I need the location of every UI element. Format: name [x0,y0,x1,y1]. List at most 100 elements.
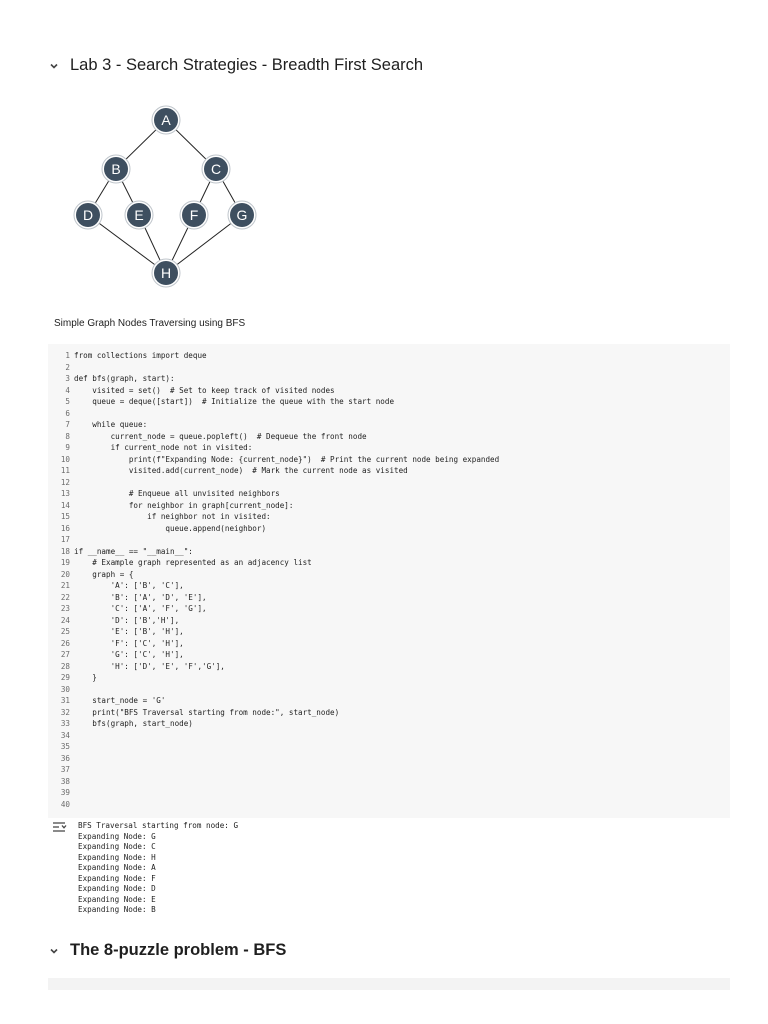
code-text: 'F': ['C', 'H'], [74,638,184,648]
code-text [74,684,730,696]
code-line: 14 for neighbor in graph[current_node]: [48,500,730,512]
graph-node-label: D [83,207,93,223]
graph-node-label: F [190,207,199,223]
line-number: 39 [60,788,70,797]
code-line: 24 'D': ['B','H'], [48,615,730,627]
output-line: BFS Traversal starting from node: G [78,821,239,830]
code-text [74,408,730,420]
line-number: 25 [60,627,70,636]
code-text: 'E': ['B', 'H'], [74,627,184,636]
code-line: 7 while queue: [48,419,730,431]
code-text [74,787,730,799]
code-line: 4 visited = set() # Set to keep track of… [48,385,730,397]
output-line: Expanding Node: B [78,905,156,914]
graph-node-label: C [211,161,221,177]
line-number: 1 [65,351,70,360]
graph-node-a: A [151,105,181,135]
code-text: current_node = queue.popleft() # Dequeue… [74,431,367,441]
code-line: 27 'G': ['C', 'H'], [48,649,730,661]
code-text [74,477,730,489]
code-text: if neighbor not in visited: [74,512,271,521]
code-line: 37 [48,764,730,776]
code-line: 25 'E': ['B', 'H'], [48,626,730,638]
graph-node-e: E [124,200,154,230]
output-line: Expanding Node: A [78,863,156,872]
code-text [74,764,730,776]
line-number: 30 [60,684,70,694]
line-number: 2 [65,362,70,372]
code-text: 'B': ['A', 'D', 'E'], [74,592,207,602]
code-line: 26 'F': ['C', 'H'], [48,638,730,650]
code-line: 33 bfs(graph, start_node) [48,718,730,730]
line-number: 3 [65,374,70,383]
line-number: 11 [60,466,70,475]
line-number: 31 [60,696,70,705]
line-number: 36 [60,753,70,763]
code-text: 'H': ['D', 'E', 'F','G'], [74,661,225,671]
code-line: 34 [48,730,730,742]
section-header-8puzzle[interactable]: The 8-puzzle problem - BFS [48,941,286,960]
code-line: 31 start_node = 'G' [48,695,730,707]
code-text: visited = set() # Set to keep track of v… [74,385,335,395]
code-line: 35 [48,741,730,753]
graph-node-d: D [73,200,103,230]
code-line: 13 # Enqueue all unvisited neighbors [48,488,730,500]
code-text: # Example graph represented as an adjace… [74,558,312,567]
section-header-lab3[interactable]: Lab 3 - Search Strategies - Breadth Firs… [48,56,423,75]
code-text: start_node = 'G' [74,696,166,705]
line-number: 20 [60,569,70,579]
line-number: 37 [60,765,70,774]
code-line: 38 [48,776,730,788]
code-cell[interactable] [48,978,730,990]
line-number: 22 [60,592,70,602]
code-line: 21 'A': ['B', 'C'], [48,580,730,592]
code-text: for neighbor in graph[current_node]: [74,500,294,510]
line-number: 15 [60,512,70,521]
output-line: Expanding Node: E [78,894,156,904]
code-text: print("BFS Traversal starting from node:… [74,707,340,717]
output-line: Expanding Node: C [78,842,156,851]
graph-caption: Simple Graph Nodes Traversing using BFS [54,318,246,329]
chevron-down-icon[interactable] [48,60,60,72]
chevron-down-icon[interactable] [48,945,60,957]
code-line: 12 [48,477,730,489]
code-text: if current_node not in visited: [74,443,253,452]
line-number: 8 [65,431,70,441]
output-line: Expanding Node: H [78,852,156,862]
code-line: 17 [48,534,730,546]
line-number: 28 [60,661,70,671]
line-number: 33 [60,719,70,728]
code-text: print(f"Expanding Node: {current_node}")… [74,454,500,464]
output-text: BFS Traversal starting from node: G Expan… [78,821,238,916]
code-text: from collections import deque [74,351,207,360]
code-line: 30 [48,684,730,696]
code-text [74,741,730,753]
code-line: 1 from collections import deque [48,350,730,362]
graph-node-b: B [101,154,131,184]
code-text: 'C': ['A', 'F', 'G'], [74,604,207,613]
graph-node-h: H [151,258,181,288]
line-number: 21 [60,581,70,590]
line-number: 14 [60,500,70,510]
line-number: 9 [65,443,70,452]
section-title: Lab 3 - Search Strategies - Breadth Firs… [70,56,424,74]
code-text: queue.append(neighbor) [74,523,267,533]
code-text: graph = { [74,569,134,579]
code-text: 'G': ['C', 'H'], [74,650,184,659]
code-line: 39 [48,787,730,799]
line-number: 4 [65,385,70,395]
code-text: 'D': ['B','H'], [74,615,180,625]
line-number: 29 [60,673,70,682]
code-line: 22 'B': ['A', 'D', 'E'], [48,592,730,604]
output-toggle-icon[interactable] [52,821,68,833]
code-text: # Enqueue all unvisited neighbors [74,489,280,498]
code-line: 32 print("BFS Traversal starting from no… [48,707,730,719]
section-title: The 8-puzzle problem - BFS [70,941,287,959]
line-number: 38 [60,776,70,786]
code-text: queue = deque([start]) # Initialize the … [74,397,395,406]
